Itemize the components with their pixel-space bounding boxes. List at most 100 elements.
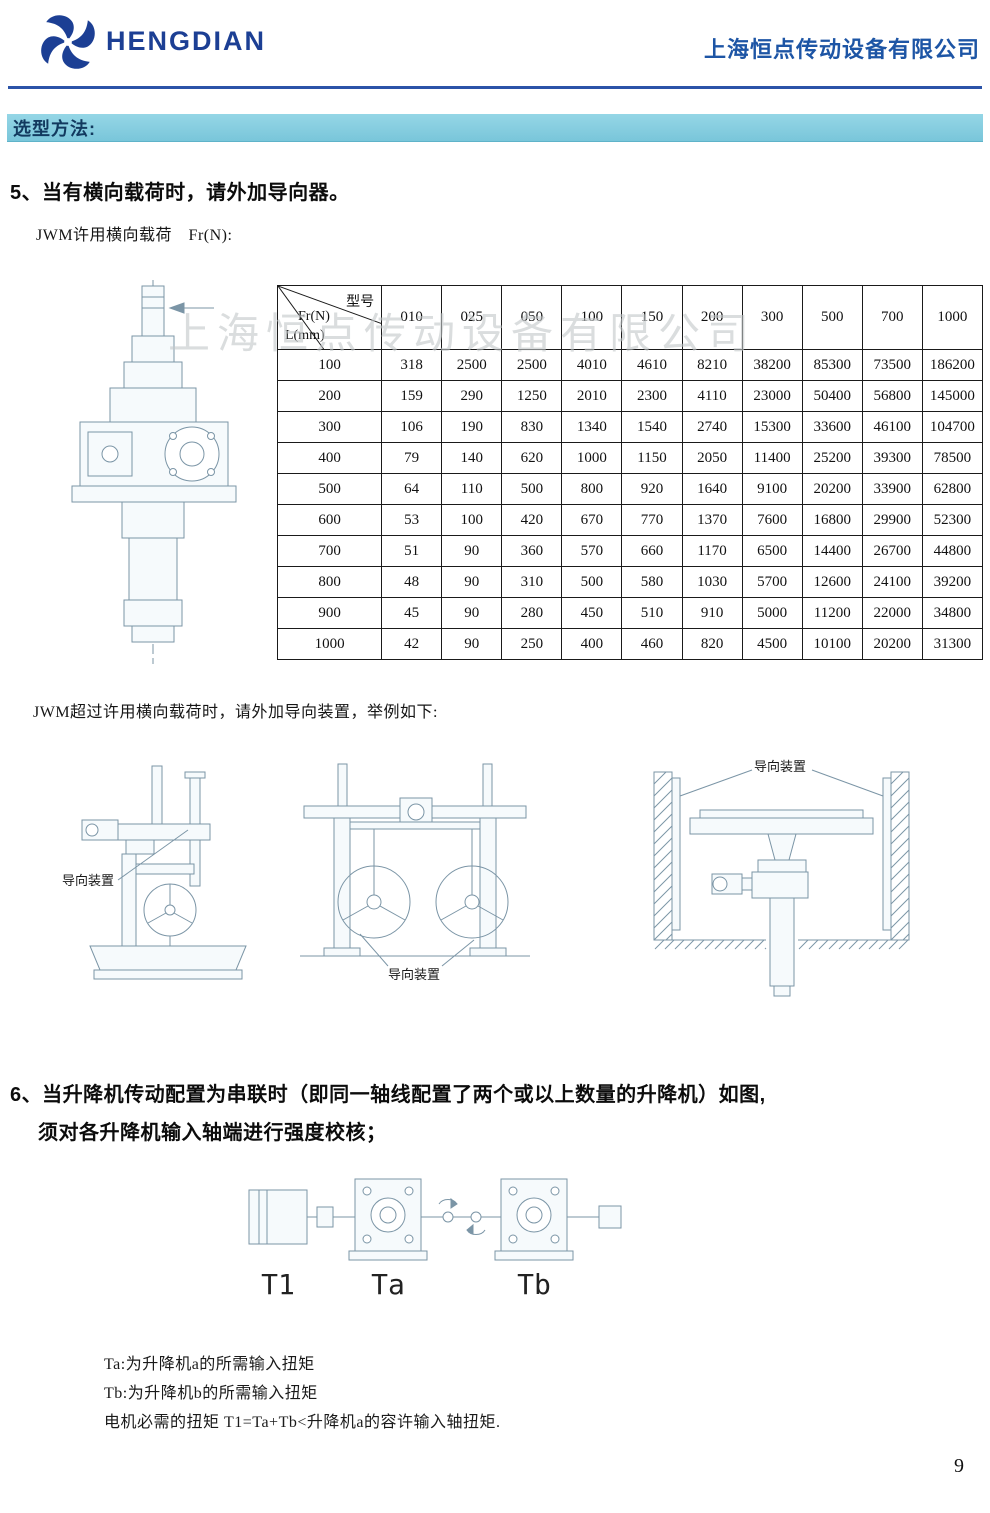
load-value-cell: 11200: [801, 597, 863, 629]
model-column-header: 050: [501, 285, 563, 350]
hatch-ground-right: [798, 939, 909, 950]
load-value-cell: 51: [381, 535, 443, 567]
load-value-cell: 318: [381, 349, 443, 381]
load-value-cell: 53: [381, 504, 443, 536]
lifting-screw: [141, 285, 165, 337]
section6-heading-line2: 须对各升降机输入轴端进行强度校核；: [38, 1122, 387, 1144]
load-value-cell: 1170: [681, 535, 743, 567]
load-value-cell: 2050: [681, 442, 743, 474]
load-value-cell: 190: [441, 411, 503, 443]
pit-wall-left: [653, 771, 673, 941]
load-value-cell: 830: [501, 411, 563, 443]
load-value-cell: 62800: [921, 473, 984, 505]
rotation-arrow: [466, 1229, 486, 1235]
load-value-cell: 14400: [801, 535, 863, 567]
load-value-cell: 1030: [681, 566, 743, 598]
platform: [689, 817, 874, 835]
screw-length-cell: 300: [276, 411, 383, 443]
load-value-cell: 910: [681, 597, 743, 629]
model-column-header: 700: [861, 285, 923, 350]
guide-post-right: [479, 817, 497, 957]
load-value-cell: 85300: [801, 349, 863, 381]
load-value-cell: 52300: [921, 504, 984, 536]
brand-name: HENGDIAN: [106, 26, 267, 56]
load-value-cell: 44800: [921, 535, 984, 567]
load-value-cell: 2500: [441, 349, 503, 381]
load-value-cell: 24100: [861, 566, 923, 598]
load-value-cell: 7600: [741, 504, 803, 536]
corner-quantity-label: Fr(N): [298, 309, 330, 324]
leader-line: [441, 939, 475, 967]
load-value-cell: 310: [501, 566, 563, 598]
load-value-cell: 33900: [861, 473, 923, 505]
load-value-cell: 1370: [681, 504, 743, 536]
pinwheel-logo-icon: [41, 15, 95, 69]
load-value-cell: 56800: [861, 380, 923, 412]
load-value-cell: 25200: [801, 442, 863, 474]
load-value-cell: 2740: [681, 411, 743, 443]
hatch-left-wall: [653, 771, 673, 941]
page-number: 9: [954, 1455, 964, 1477]
load-value-cell: 820: [681, 628, 743, 660]
load-value-cell: 9100: [741, 473, 803, 505]
dual-handwheel-guide-drawing: 导向装置: [300, 763, 530, 982]
load-value-cell: 38200: [741, 349, 803, 381]
torque-label-tb: Tb: [517, 1268, 551, 1301]
torque-note-line: Ta:为升降机a的所需输入扭矩: [104, 1356, 315, 1373]
leader-line: [359, 933, 389, 967]
load-value-cell: 5000: [741, 597, 803, 629]
load-value-cell: 140: [441, 442, 503, 474]
load-value-cell: 250: [501, 628, 563, 660]
screw-length-cell: 500: [276, 473, 383, 505]
load-value-cell: 90: [441, 628, 503, 660]
load-value-cell: 660: [621, 535, 683, 567]
load-value-cell: 1250: [501, 380, 563, 412]
load-value-cell: 280: [501, 597, 563, 629]
handwheel-right: [435, 865, 509, 939]
load-value-cell: 100: [441, 504, 503, 536]
model-column-header: 025: [441, 285, 503, 350]
section-title-label: 选型方法:: [13, 118, 96, 139]
screw-left: [337, 763, 348, 807]
load-value-cell: 20200: [801, 473, 863, 505]
model-column-header: 300: [741, 285, 803, 350]
section5-heading: 5、当有横向载荷时，请外加导向器。: [10, 182, 350, 204]
machine-base: [89, 945, 247, 971]
leader-line: [679, 769, 753, 797]
load-value-cell: 22000: [861, 597, 923, 629]
handwheel-left: [337, 865, 411, 939]
torque-label-t1: T1: [261, 1268, 295, 1301]
pit-installation-guide-drawing: 导向装置: [653, 759, 910, 997]
jack-body: [751, 871, 809, 899]
load-value-cell: 45: [381, 597, 443, 629]
load-value-cell: 290: [441, 380, 503, 412]
leader-line: [811, 769, 884, 797]
load-value-cell: 110: [441, 473, 503, 505]
guide-device-label: 导向装置: [388, 967, 440, 982]
model-column-header: 100: [561, 285, 623, 350]
load-value-cell: 23000: [741, 380, 803, 412]
model-column-header: 1000: [921, 285, 984, 350]
load-value-cell: 510: [621, 597, 683, 629]
load-value-cell: 8210: [681, 349, 743, 381]
pit-wall-right: [890, 771, 910, 941]
load-value-cell: 1540: [621, 411, 683, 443]
corner-length-title: L(mm): [285, 328, 325, 343]
load-value-cell: 73500: [861, 349, 923, 381]
screw-length-cell: 800: [276, 566, 383, 598]
load-value-cell: 570: [561, 535, 623, 567]
load-value-cell: 4500: [741, 628, 803, 660]
load-value-cell: 46100: [861, 411, 923, 443]
